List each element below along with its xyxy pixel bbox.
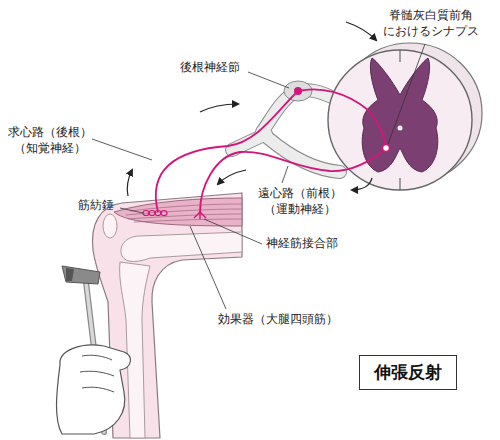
ganglion-label: 後根神経節 (180, 60, 240, 76)
diagram-title: 伸張反射 (359, 355, 457, 390)
afferent-label: 求心路（後根） （知覚神経） (6, 125, 94, 156)
efferent-label: 遠心路（前根） （運動神経） (256, 186, 344, 217)
effector-label: 効果器（大腿四頭筋） (218, 312, 338, 328)
spindle-label: 筋紡錘 (78, 198, 114, 214)
junction-label: 神経筋接合部 (266, 236, 338, 252)
synapse-label: 脊髄灰白質前角 におけるシナプス (382, 8, 480, 39)
